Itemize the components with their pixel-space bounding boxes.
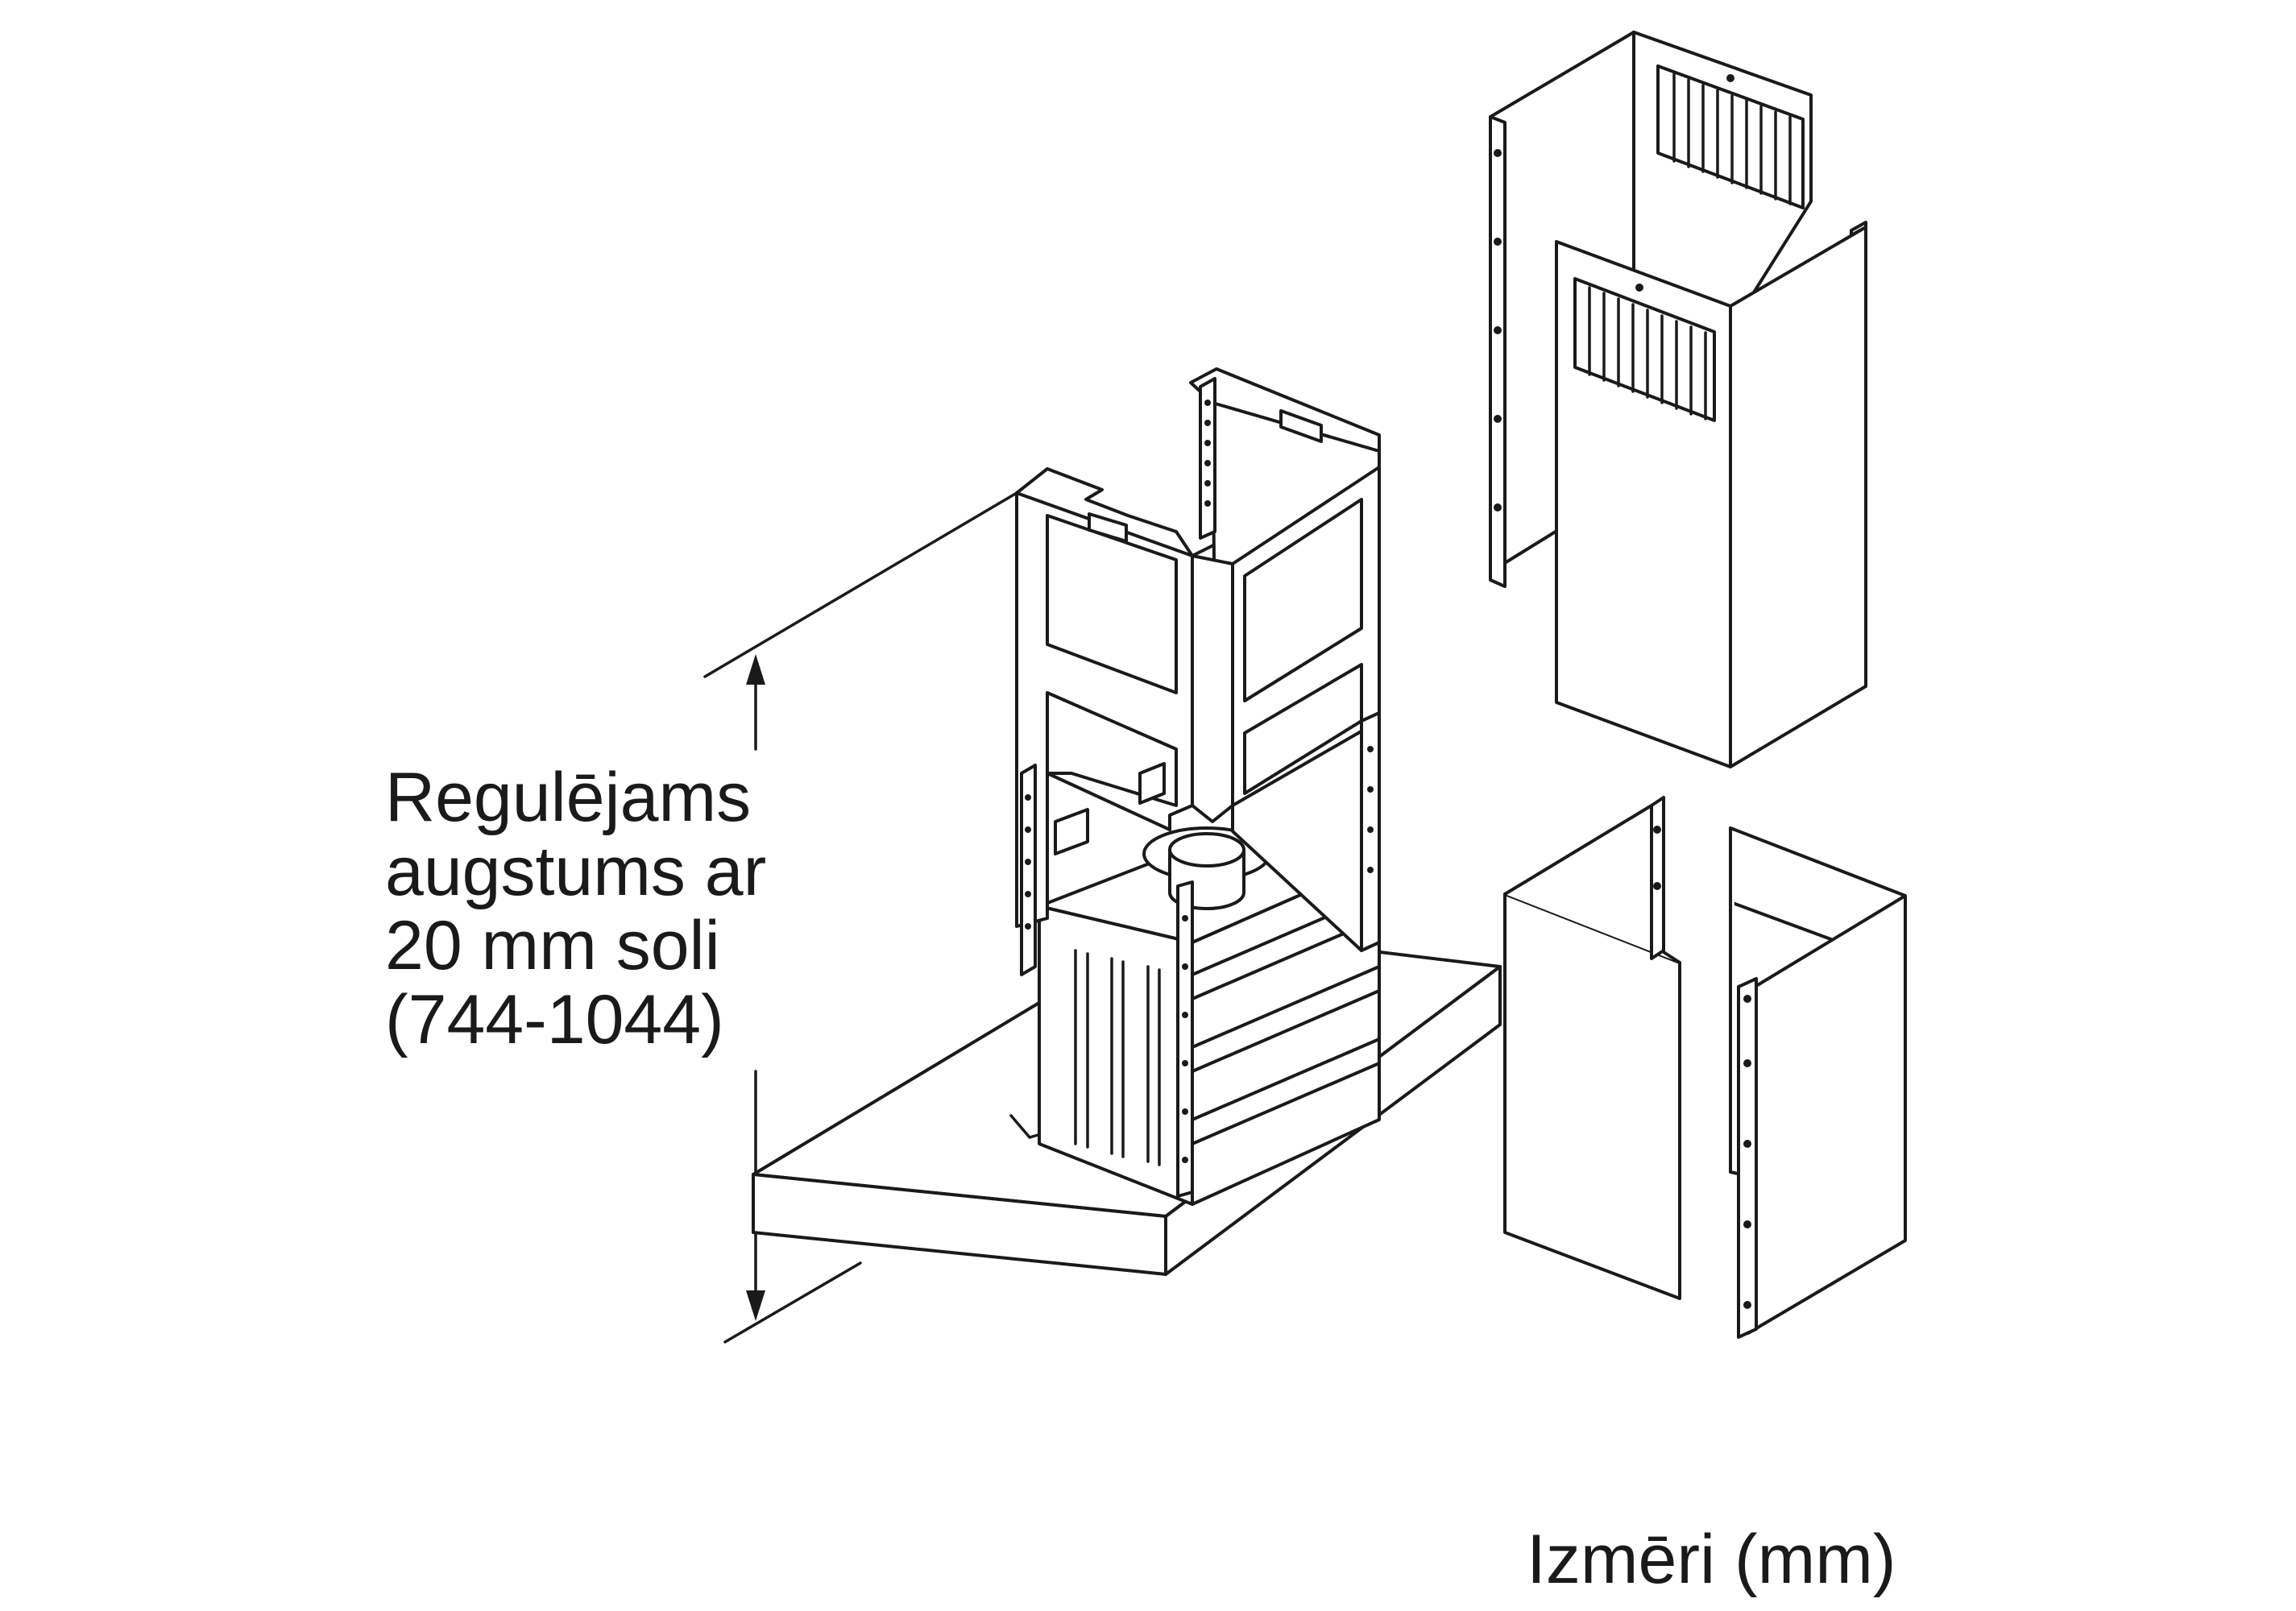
rail-hole xyxy=(1367,746,1374,752)
frame-bracket-slot xyxy=(1279,409,1323,443)
flange-hole xyxy=(1653,882,1661,890)
flange-hole xyxy=(1743,1059,1751,1067)
rail-hole xyxy=(1367,786,1374,793)
frame-right-rail xyxy=(1199,377,1216,540)
frame-window-right-upper xyxy=(1243,498,1363,702)
rail-hole xyxy=(1182,915,1188,921)
flange-hole xyxy=(1494,415,1502,423)
rail-hole xyxy=(1204,420,1211,426)
rail-hole xyxy=(1182,963,1188,970)
adjustable-height-annotation: Regulējams augstums ar 20 mm soli (744-1… xyxy=(385,760,766,1057)
frame-bracket-slot xyxy=(1088,512,1128,543)
upper-chimney-rear-flange xyxy=(1489,115,1506,588)
rail-hole xyxy=(1182,1108,1188,1115)
rail-hole xyxy=(1204,440,1211,446)
lower-chimney-left xyxy=(1503,796,1681,1300)
rail-hole xyxy=(1025,826,1031,833)
rail-hole xyxy=(1204,500,1211,507)
annotation-line: augstums ar xyxy=(385,833,767,910)
rail-hole xyxy=(1025,923,1031,930)
arrowhead-down-icon xyxy=(746,1290,765,1321)
screw-hole xyxy=(1635,284,1643,292)
flange-hole xyxy=(1743,1301,1751,1309)
screw-hole xyxy=(1726,74,1734,82)
support-frame xyxy=(1015,367,1381,1198)
height-dimension xyxy=(703,491,1018,1344)
lower-chimney-left-flange xyxy=(1650,796,1665,960)
frame-side-cutout xyxy=(1054,808,1089,855)
frame-bottom-front-rail xyxy=(1176,880,1194,1198)
arrowhead-up-icon xyxy=(746,654,765,685)
frame-front-column xyxy=(1191,554,1234,823)
dimensions-caption: Izmēri (mm) xyxy=(1527,1521,1896,1598)
upper-chimney-front-side xyxy=(1729,226,1867,768)
rail-hole xyxy=(1025,794,1031,801)
rail-hole xyxy=(1204,480,1211,487)
rail-hole xyxy=(1204,400,1211,406)
duct-collar-inner xyxy=(1168,832,1245,868)
dimension-extension-bottom xyxy=(723,1261,862,1344)
upper-chimney-rear-vent xyxy=(1656,64,1805,209)
lower-chimney-right-side xyxy=(1747,894,1907,1335)
frame-left-rail xyxy=(1020,764,1037,976)
frame-window-left-upper xyxy=(1046,514,1178,694)
rail-hole xyxy=(1025,859,1031,865)
frame-side-cutout xyxy=(1138,762,1166,805)
upper-chimney-front-flange xyxy=(1850,221,1867,237)
rail-hole xyxy=(1367,867,1374,873)
flange-hole xyxy=(1494,238,1502,246)
blower-opening-outline xyxy=(1009,1114,1042,1139)
rail-hole xyxy=(1182,1157,1188,1163)
flange-hole xyxy=(1743,1220,1751,1228)
annotation-line: 20 mm soli xyxy=(385,907,720,984)
lower-chimney-right-flange xyxy=(1737,977,1758,1339)
annotation-line: (744-1044) xyxy=(385,981,724,1058)
annotation-line: Regulējams xyxy=(385,759,752,836)
rail-hole xyxy=(1182,1060,1188,1066)
upper-chimney-front-vent xyxy=(1573,277,1716,422)
flange-hole xyxy=(1743,1140,1751,1148)
rail-hole xyxy=(1367,826,1374,833)
upper-chimney-front xyxy=(1555,221,1867,768)
flange-hole xyxy=(1743,995,1751,1003)
rail-hole xyxy=(1182,1012,1188,1018)
flange-hole xyxy=(1494,326,1502,334)
flange-hole xyxy=(1494,503,1502,511)
rail-hole xyxy=(1025,891,1031,897)
lower-chimney-right xyxy=(1729,826,1907,1339)
flange-hole xyxy=(1494,149,1502,157)
flange-hole xyxy=(1653,826,1661,834)
frame-rail-holes xyxy=(1025,400,1374,1163)
dimension-extension-top xyxy=(703,491,1018,678)
rail-hole xyxy=(1204,460,1211,466)
